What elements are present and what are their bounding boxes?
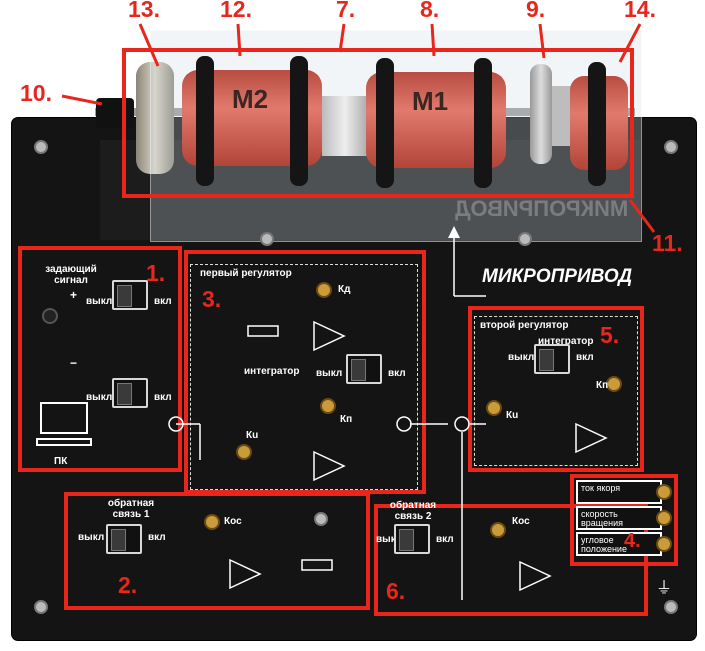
pc-switch[interactable] [112,378,148,408]
section-4-frame [570,474,678,566]
screw [34,140,48,154]
leader-lines [61,23,656,233]
regulator1-title: первый регулятор [200,268,292,279]
screw [664,600,678,614]
kos1-knob[interactable] [204,514,220,530]
output-jack[interactable] [656,536,672,552]
pc-label: ПК [54,456,68,467]
output-angle-label: угловое положение [581,535,627,554]
on-label: вкл [154,296,172,307]
ground-icon: ⏚ [656,580,673,597]
integrator2-switch[interactable] [534,344,570,374]
kd-knob[interactable] [316,282,332,298]
setpoint-knob[interactable] [42,308,58,324]
setpoint-switch[interactable] [112,280,148,310]
kd-label: Кд [338,284,351,295]
screw [518,232,532,246]
output-speed: скорость вращения [576,506,662,530]
callout-3: 3. [202,286,222,312]
kp2-knob[interactable] [606,376,622,392]
motor-m2-label: M2 [232,84,269,114]
on-label: вкл [388,368,406,379]
on-label: вкл [576,352,594,363]
ki1-knob[interactable] [236,444,252,460]
output-jack[interactable] [656,510,672,526]
on-label: вкл [154,392,172,403]
ki2-label: Кu [506,410,519,421]
screw [260,232,274,246]
panel-title: МИКРОПРИВОД [482,266,633,287]
off-label: выкл [78,532,105,543]
flywheel [136,62,174,174]
kos2-label: Кос [512,516,530,527]
off-label: выкл [86,296,113,307]
screw [34,600,48,614]
feedback1-switch[interactable] [106,524,142,554]
output-current-label: ток якоря [581,483,621,493]
minus-label: − [70,356,78,370]
kos1-label: Кос [224,516,242,527]
section-6-frame [374,504,648,616]
bracket [474,58,492,188]
on-label: вкл [148,532,166,543]
encoder-disk [530,64,552,164]
motor-m1-label: M1 [412,86,449,116]
integrator-label: интегратор [538,336,594,347]
integrator-label: интегратор [244,366,300,377]
bracket [196,56,214,186]
off-label: выкл [86,392,113,403]
kp1-label: Кп [340,414,353,425]
callout-6: 6. [386,578,406,604]
section-5-frame [468,306,644,472]
bracket [290,56,308,186]
screw [314,512,328,526]
feedback2-title: обратная связь 2 [389,500,437,522]
callout-12: 12. [220,0,252,22]
section-2-frame [64,492,370,610]
output-jack[interactable] [656,484,672,500]
section-1-frame [18,246,182,472]
off-label: выкл [316,368,343,379]
callout-5: 5. [600,322,620,348]
callout-2: 2. [118,572,138,598]
callout-10: 10. [20,80,52,106]
feedback1-title: обратная связь 1 [107,498,155,520]
coupling [322,96,368,156]
shaft-left-end [96,98,134,128]
output-angle: угловое положение [576,532,662,556]
kos2-knob[interactable] [490,522,506,538]
callout-1: 1. [146,260,166,286]
plus-label: + [70,288,78,302]
off-label: выкл [508,352,535,363]
callout-13: 13. [128,0,160,22]
on-label: вкл [436,534,454,545]
pc-monitor-icon [40,402,88,434]
ki2-knob[interactable] [486,400,502,416]
feedback2-switch[interactable] [394,524,430,554]
callout-14: 14. [624,0,656,22]
off-label: выкл [376,534,403,545]
callout-7: 7. [336,0,356,22]
regulator1-dashed [190,264,418,490]
bracket [588,62,606,186]
kp2-label: Кп [596,380,609,391]
regulator2-title: второй регулятор [480,320,569,331]
bracket [376,58,394,188]
callout-8: 8. [420,0,440,22]
callout-9: 9. [526,0,546,22]
ki1-label: Кu [246,430,259,441]
screw [664,140,678,154]
regulator2-dashed [474,316,638,466]
setpoint-title: задающий сигнал [45,264,97,286]
integrator1-switch[interactable] [346,354,382,384]
callout-4: 4. [624,530,641,552]
kp1-knob[interactable] [320,398,336,414]
motor-assembly-frame [122,48,634,198]
output-speed-label: скорость вращения [581,509,623,528]
callout-11: 11. [652,230,683,256]
pc-keyboard-icon [36,438,92,446]
